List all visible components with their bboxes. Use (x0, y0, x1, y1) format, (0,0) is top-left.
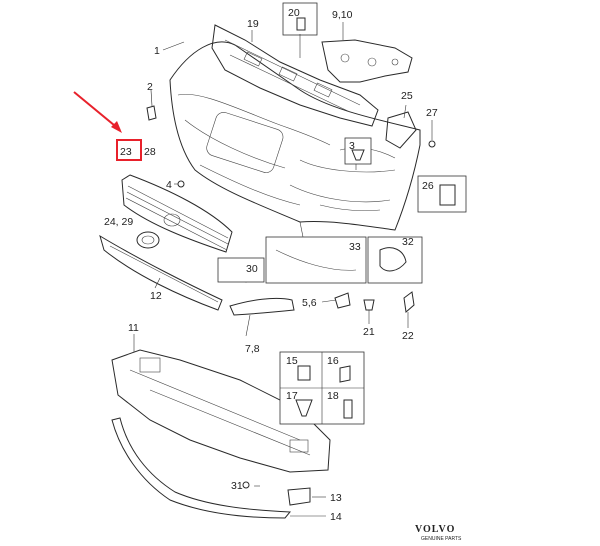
label-14: 14 (330, 511, 342, 523)
lower-grille (99, 234, 223, 311)
label-32: 32 (402, 236, 414, 248)
label-30: 30 (246, 263, 258, 275)
label-7-8: 7,8 (245, 343, 260, 355)
label-12: 12 (150, 290, 162, 302)
highlight-box (116, 139, 142, 161)
label-27: 27 (426, 107, 438, 119)
callout-20 (282, 2, 318, 36)
label-28: 28 (144, 146, 156, 158)
label-22: 22 (402, 330, 414, 342)
side-bracket (321, 39, 413, 83)
bumper-cover (169, 41, 421, 231)
leader-lines (133, 22, 433, 517)
label-21: 21 (363, 326, 375, 338)
label-9-10: 9,10 (332, 9, 353, 21)
emblem (136, 231, 160, 249)
bracket-25 (385, 111, 417, 149)
callout-3 (344, 137, 372, 165)
label-24-29: 24, 29 (104, 216, 133, 228)
brand-logo: VOLVO GENUINE PARTS (415, 524, 462, 542)
highlight-arrow (73, 91, 122, 133)
label-23: 23 (120, 146, 132, 158)
trim-strip (111, 417, 292, 519)
label-19: 19 (247, 18, 259, 30)
label-20: 20 (288, 7, 300, 19)
brand-name: VOLVO (415, 524, 455, 535)
label-26: 26 (422, 180, 434, 192)
label-13: 13 (330, 492, 342, 504)
bracket-13 (287, 487, 311, 506)
callout-32 (367, 236, 423, 284)
label-3: 3 (349, 140, 355, 152)
label-5-6: 5,6 (302, 297, 317, 309)
label-16: 16 (327, 355, 339, 367)
grille (121, 174, 233, 253)
skid-plate (111, 349, 331, 473)
brand-tagline: GENUINE PARTS (421, 536, 462, 542)
clip-31 (242, 481, 250, 489)
label-17: 17 (286, 390, 298, 402)
upper-bracket (211, 24, 379, 127)
label-2: 2 (147, 81, 153, 93)
label-4: 4 (166, 179, 172, 191)
callout-15-18 (279, 351, 365, 425)
callout-26 (417, 175, 467, 213)
label-18: 18 (327, 390, 339, 402)
label-33: 33 (349, 241, 361, 253)
label-11: 11 (128, 322, 139, 334)
callout-33 (265, 236, 367, 284)
callout-30 (217, 257, 265, 283)
part-labels: 1 2 19 20 9,10 23 28 4 25 27 3 26 24, 29… (104, 7, 438, 523)
label-25: 25 (401, 90, 413, 102)
label-15: 15 (286, 355, 298, 367)
label-1: 1 (154, 45, 160, 57)
label-31: 31 (231, 480, 243, 492)
